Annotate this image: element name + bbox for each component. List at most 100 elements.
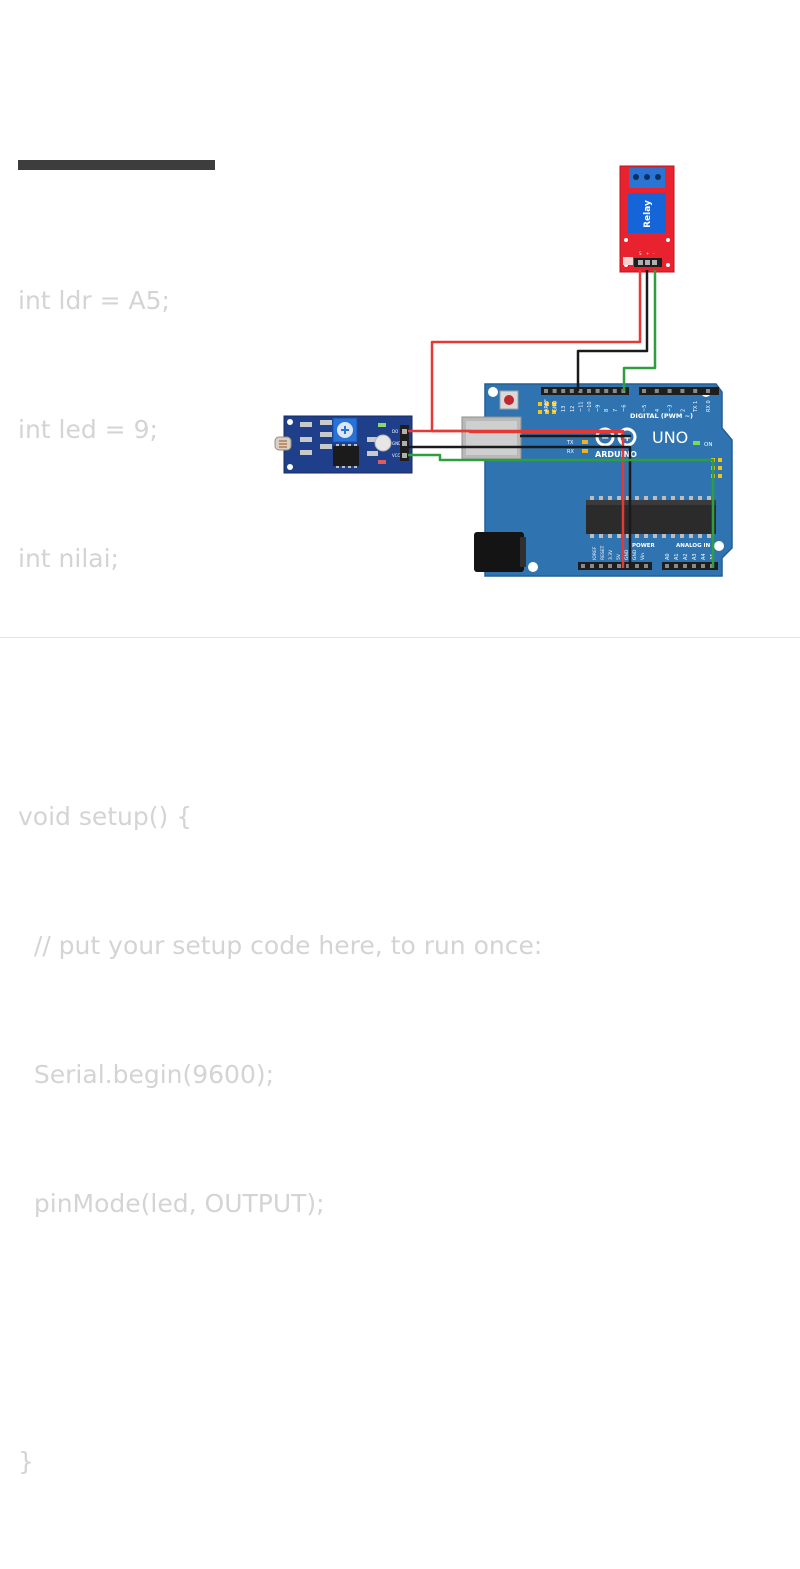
power-jack <box>474 532 524 572</box>
code-title-bar <box>18 160 215 170</box>
code-line: int ldr = A5; <box>18 286 170 315</box>
logo-plus: + <box>623 433 631 444</box>
arduino-brand-label: ARDUINO <box>595 450 637 459</box>
code-line: // put your setup code here, to run once… <box>18 931 543 960</box>
wire-gnd-relay-black <box>576 270 649 391</box>
power-header <box>578 562 652 570</box>
tx-label: TX <box>566 440 574 446</box>
digital-pin-label: RX 0 <box>706 400 712 412</box>
relay-pin-label: + <box>646 251 649 256</box>
header-pin <box>590 564 594 568</box>
digital-pin-label: 2 <box>680 409 686 412</box>
relay-diode <box>623 257 633 265</box>
digital-pin-label: 12 <box>570 406 576 412</box>
digital-pin-label: 4 <box>655 409 661 412</box>
ldr-pin-label: DO <box>392 429 398 434</box>
header-pin <box>604 389 609 393</box>
header-pin <box>693 389 698 393</box>
header-pin <box>587 389 591 393</box>
header-pin <box>701 564 705 568</box>
chip-pin <box>644 496 648 500</box>
header-pin <box>626 564 630 568</box>
chip-pin <box>680 496 684 500</box>
power-pin-label: IOREF <box>592 546 598 560</box>
header-pin <box>654 389 659 393</box>
power-pin-label: RESET <box>600 545 606 560</box>
chip-pin <box>653 496 657 500</box>
chip-pin <box>608 496 612 500</box>
chip-pin <box>680 534 684 538</box>
digital-pin-label: ~5 <box>642 405 648 412</box>
chip-pin <box>707 534 711 538</box>
code-line: int led = 9; <box>18 415 158 444</box>
analog-pin-label: A3 <box>692 553 698 560</box>
header-pin <box>578 389 583 393</box>
chip-pin <box>590 496 594 500</box>
power-jack-rim <box>520 537 526 567</box>
power-pin-label: GND <box>624 549 630 560</box>
digital-header-right <box>639 387 719 395</box>
icsp-header <box>538 402 556 414</box>
on-led: ON <box>693 441 712 448</box>
relay-label: Relay <box>643 200 653 228</box>
photoresistor-icon <box>274 436 292 451</box>
comparator-chip <box>333 446 359 466</box>
relay-pin-label: S <box>639 251 642 256</box>
potentiometer-icon <box>332 417 358 443</box>
chip-pin <box>608 534 612 538</box>
chip-pin <box>626 534 630 538</box>
header-pin <box>612 389 617 393</box>
analog-pin-label: A2 <box>683 553 689 560</box>
wires <box>408 270 715 568</box>
code-line: void setup() { <box>18 802 193 831</box>
header-pin <box>617 564 621 568</box>
power-pin-label: GND <box>632 549 638 560</box>
digital-pwm-label: DIGITAL (PWM ~) <box>630 412 693 420</box>
chip-pin <box>698 534 702 538</box>
power-pin-label: Vin <box>640 553 646 560</box>
relay-box <box>628 193 666 233</box>
mount-hole-icon <box>488 387 498 397</box>
digital-pin-label: ~10 <box>587 401 593 412</box>
wire-vcc-red <box>430 270 642 568</box>
ldr-sensor-module: DO GND VCC <box>274 415 413 474</box>
chip-pin <box>671 534 675 538</box>
chip-pin <box>599 496 603 500</box>
power-label: POWER <box>632 543 656 549</box>
header-pin <box>569 389 574 393</box>
header-pin <box>552 389 557 393</box>
header-pin <box>644 564 648 568</box>
digital-pin-label: 8 <box>604 409 610 412</box>
header-pin <box>642 389 646 393</box>
code-line: pinMode(led, OUTPUT); <box>18 1189 325 1218</box>
header-pin <box>665 564 669 568</box>
digital-pin-label: 13 <box>561 406 567 412</box>
on-label: ON <box>704 442 712 448</box>
mount-hole-icon <box>714 541 724 551</box>
header-pin <box>581 564 585 568</box>
tx-led: TX <box>566 440 588 446</box>
analog-pin-label: A1 <box>674 553 680 560</box>
chip-pin <box>599 534 603 538</box>
header-pin <box>595 389 600 393</box>
reset-button[interactable] <box>499 390 519 410</box>
digital-pin-label: GND <box>553 400 559 412</box>
power-pin-label: 5V <box>616 553 622 560</box>
chip-pin <box>644 534 648 538</box>
chip-pin <box>617 534 621 538</box>
analog-header <box>662 562 718 570</box>
chip-pin <box>662 496 666 500</box>
logo-minus: − <box>601 433 609 444</box>
header-pin <box>599 564 603 568</box>
analog-pin-label: A4 <box>701 553 707 560</box>
digital-pin-label: ~9 <box>596 405 602 412</box>
header-pin <box>692 564 696 568</box>
header-pin <box>706 389 710 393</box>
header-pin <box>608 564 612 568</box>
ldr-pin-label: GND <box>392 441 401 446</box>
rx-led: RX <box>567 449 588 455</box>
digital-header-left <box>541 387 629 395</box>
digital-pin-label: ~3 <box>668 405 674 412</box>
wire-vcc-ldr-red <box>408 429 623 434</box>
